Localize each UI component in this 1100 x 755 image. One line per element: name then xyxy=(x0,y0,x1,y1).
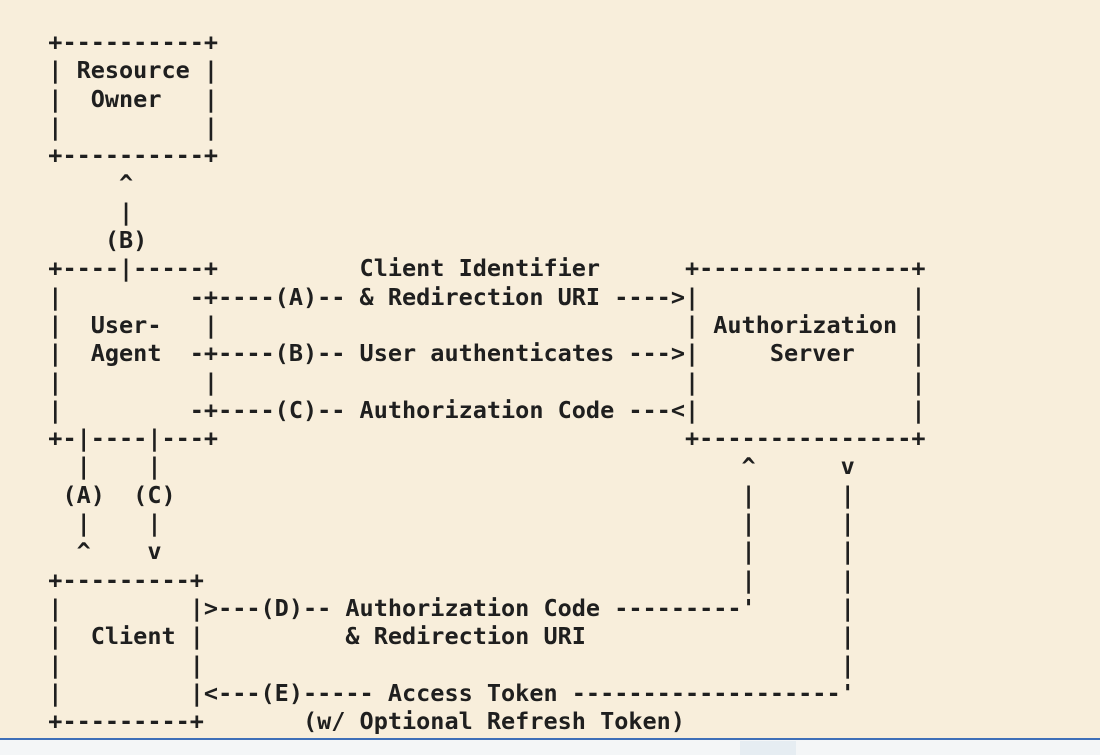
diagram-line: | | | | xyxy=(20,509,855,538)
diagram-line: | -+----(A)-- & Redirection URI ---->| | xyxy=(20,282,926,311)
diagram-line: | Owner | xyxy=(20,84,219,113)
diagram-line: | xyxy=(20,197,134,226)
diagram-line: | | | | xyxy=(20,367,926,396)
diagram-line: +----------+ xyxy=(20,141,219,170)
diagram-line: +-|----|---+ +---------------+ xyxy=(20,424,926,453)
oauth-authorization-code-flow-diagram: +----------+ | Resource | | Owner | | | … xyxy=(20,28,925,735)
diagram-line: | | | xyxy=(20,650,855,679)
diagram-line: +----------+ xyxy=(20,28,219,56)
diagram-line: | -+----(C)-- Authorization Code ---<| | xyxy=(20,395,926,424)
toolbar-tab xyxy=(740,741,796,755)
diagram-line: | |>---(D)-- Authorization Code --------… xyxy=(20,593,855,622)
diagram-line: | User- | | Authorization | xyxy=(20,310,926,339)
diagram-line: | | xyxy=(20,112,219,141)
diagram-line: | |<---(E)----- Access Token -----------… xyxy=(20,678,855,707)
diagram-line: +----|-----+ Client Identifier +--------… xyxy=(20,254,926,283)
diagram-line: ^ v | | xyxy=(20,537,855,566)
diagram-line: +---------+ | | xyxy=(20,565,855,594)
diagram-line: | Client | & Redirection URI | xyxy=(20,622,855,651)
diagram-line: (B) xyxy=(20,226,148,255)
diagram-line: ^ xyxy=(20,169,134,198)
diagram-line: | Resource | xyxy=(20,56,219,85)
bottom-toolbar-strip xyxy=(0,738,1100,755)
diagram-line: | Agent -+----(B)-- User authenticates -… xyxy=(20,339,926,368)
diagram-line: | | ^ v xyxy=(20,452,855,481)
diagram-line: +---------+ (w/ Optional Refresh Token) xyxy=(20,707,685,736)
diagram-line: (A) (C) | | xyxy=(20,480,855,509)
